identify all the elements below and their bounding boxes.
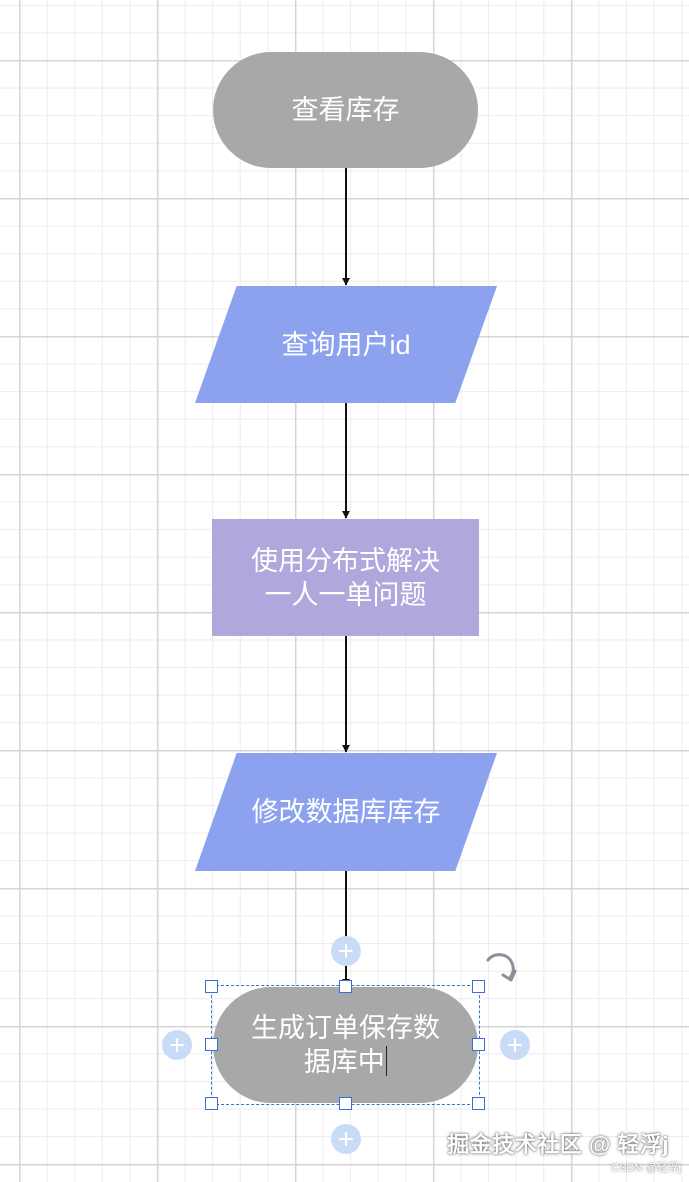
- add-node-bottom-plus-icon[interactable]: [331, 1124, 361, 1154]
- node-save-order-label[interactable]: 生成订单保存数 据库中: [251, 1011, 440, 1079]
- watermark-main: 掘金技术社区 @ 轻浮j: [447, 1132, 669, 1157]
- node-update-stock-label: 修改数据库库存: [251, 797, 441, 827]
- resize-handle-top-left[interactable]: [205, 980, 218, 993]
- node-distributed-lock[interactable]: 使用分布式解决 一人一单问题: [212, 519, 479, 636]
- resize-handle-top-right[interactable]: [472, 980, 485, 993]
- resize-handle-bottom-left[interactable]: [205, 1097, 218, 1110]
- resize-handle-right[interactable]: [472, 1038, 485, 1051]
- node-query-user-text: 查询用户id: [195, 286, 497, 403]
- resize-handle-left[interactable]: [205, 1038, 218, 1051]
- text-cursor: [385, 1046, 388, 1076]
- resize-handle-top[interactable]: [339, 980, 352, 993]
- node-query-user[interactable]: 查询用户id: [195, 286, 497, 403]
- node-save-order-text: 生成订单保存数 据库中: [251, 1013, 440, 1077]
- node-distributed-lock-label: 使用分布式解决 一人一单问题: [251, 545, 440, 610]
- node-update-stock-shape: [195, 753, 497, 871]
- node-save-order[interactable]: 生成订单保存数 据库中: [213, 987, 478, 1103]
- node-query-user-label: 查询用户id: [281, 329, 411, 360]
- node-start[interactable]: 查看库存: [213, 52, 478, 168]
- node-update-stock[interactable]: 修改数据库库存: [195, 753, 497, 871]
- node-query-user-shape: [195, 286, 497, 403]
- node-start-label: 查看库存: [291, 95, 400, 125]
- resize-handle-bottom-right[interactable]: [472, 1097, 485, 1110]
- watermark-sub: CSDN @轻浮j: [611, 1162, 681, 1174]
- add-node-left-plus-icon[interactable]: [162, 1030, 192, 1060]
- add-node-right-plus-icon[interactable]: [500, 1030, 530, 1060]
- node-update-stock-text: 修改数据库库存: [195, 753, 497, 871]
- rotate-arrow-icon[interactable]: [482, 948, 520, 986]
- add-node-top-plus-icon[interactable]: [331, 936, 361, 966]
- resize-handle-bottom[interactable]: [339, 1097, 352, 1110]
